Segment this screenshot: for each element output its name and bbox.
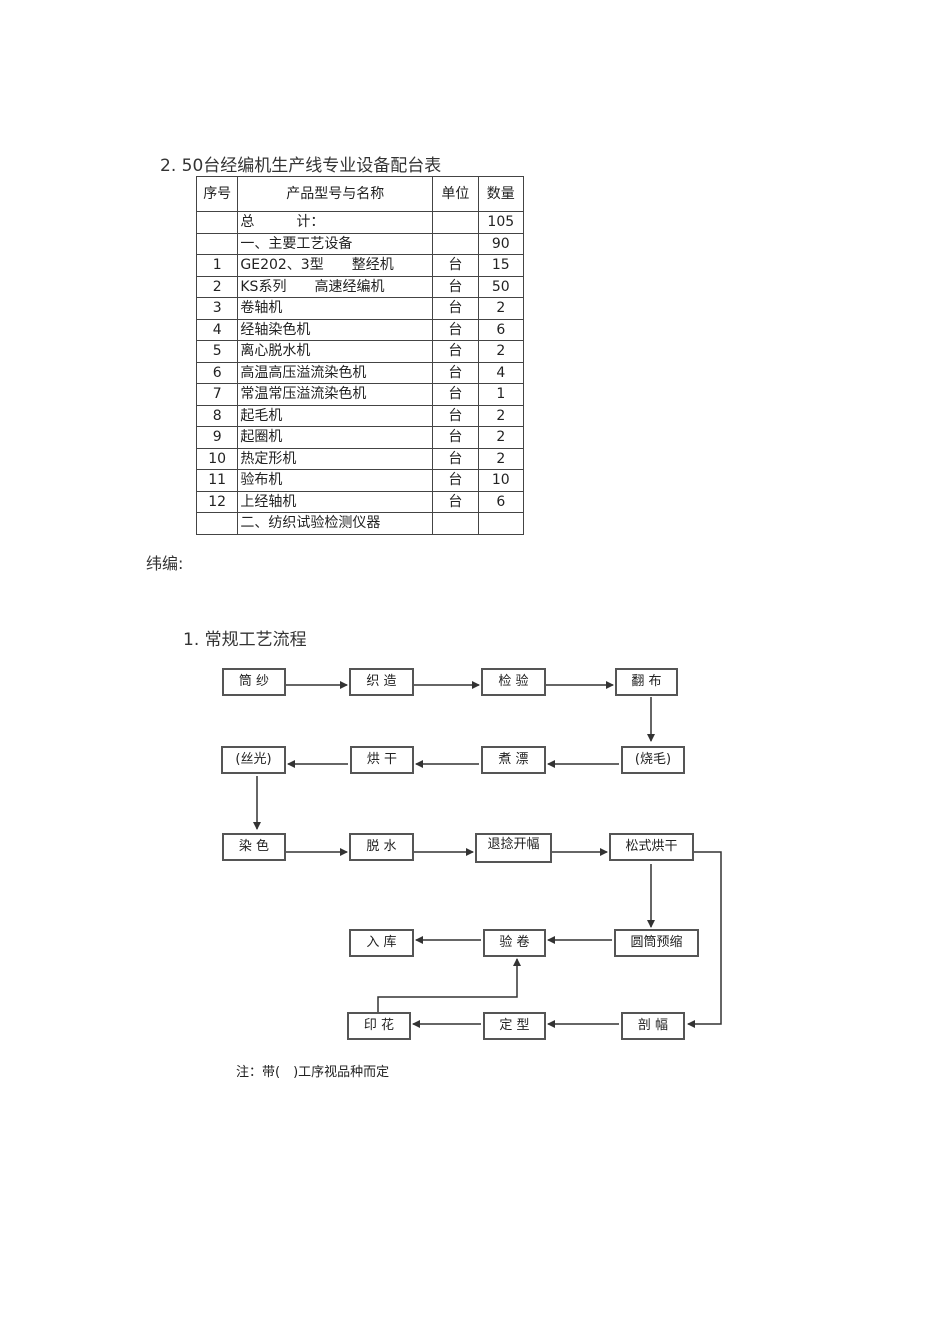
header-no: 序号 <box>195 176 239 212</box>
cell-unit: 台 <box>432 297 479 320</box>
step-yinhua: 印 花 <box>347 1012 411 1040</box>
step-shaomao: (烧毛) <box>621 746 685 774</box>
step-ranse: 染 色 <box>222 833 286 861</box>
header-unit: 单位 <box>432 176 479 212</box>
step-honggan: 烘 干 <box>350 746 414 774</box>
step-fanbu: 翻 布 <box>615 668 678 696</box>
step-tongsha: 筒 纱 <box>222 668 286 696</box>
table-row: 总 计：105 <box>195 211 525 234</box>
step-dingxing: 定 型 <box>483 1012 546 1040</box>
cell-no <box>195 512 239 535</box>
step-jianyan: 检 验 <box>481 668 546 696</box>
cell-no: 4 <box>195 318 239 341</box>
cell-qty: 90 <box>477 232 525 255</box>
step-tuinian-kaifu: 退捻开幅 <box>475 833 552 863</box>
cell-no: 12 <box>195 490 239 513</box>
step-tuoshui: 脱 水 <box>349 833 414 861</box>
step-yanjuan: 验 卷 <box>483 929 546 957</box>
cell-name: 经轴染色机 <box>237 318 434 341</box>
cell-qty: 15 <box>477 254 525 277</box>
step-songshi-honggan: 松式烘干 <box>609 833 694 861</box>
flow-title: 1. 常规工艺流程 <box>183 630 307 650</box>
step-ruku: 入 库 <box>349 929 414 957</box>
step-siguang: (丝光) <box>221 746 286 774</box>
cell-unit: 台 <box>432 469 479 492</box>
cell-qty <box>477 512 525 535</box>
weft-knitting-label: 纬编: <box>146 554 184 573</box>
step-poufu: 剖 幅 <box>621 1012 685 1040</box>
arrow-songshi-poufu <box>687 851 722 1028</box>
table-row: 二、纺织试验检测仪器 <box>195 512 525 535</box>
cell-qty: 50 <box>477 275 525 298</box>
table-header-row: 序号 产品型号与名称 单位 数量 <box>195 176 525 212</box>
cell-qty: 105 <box>477 211 525 234</box>
header-qty: 数量 <box>477 176 525 212</box>
step-zhupiao: 煮 漂 <box>481 746 546 774</box>
section-title: 2. 50台经编机生产线专业设备配台表 <box>160 156 442 176</box>
header-name: 产品型号与名称 <box>237 176 434 212</box>
step-yuantong-yusuo: 圆筒预缩 <box>614 929 699 957</box>
cell-no: 10 <box>195 447 239 470</box>
cell-no: 11 <box>195 469 239 492</box>
step-zhizao: 织 造 <box>349 668 414 696</box>
step-tuinian-label: 退捻开幅 <box>487 837 540 852</box>
cell-unit: 台 <box>432 490 479 513</box>
cell-name: 常温常压溢流染色机 <box>237 383 434 406</box>
cell-name: 离心脱水机 <box>237 340 434 363</box>
flow-note: 注：带( )工序视品种而定 <box>236 1065 390 1080</box>
arrow-yinhua-yanjuan <box>377 958 521 1012</box>
